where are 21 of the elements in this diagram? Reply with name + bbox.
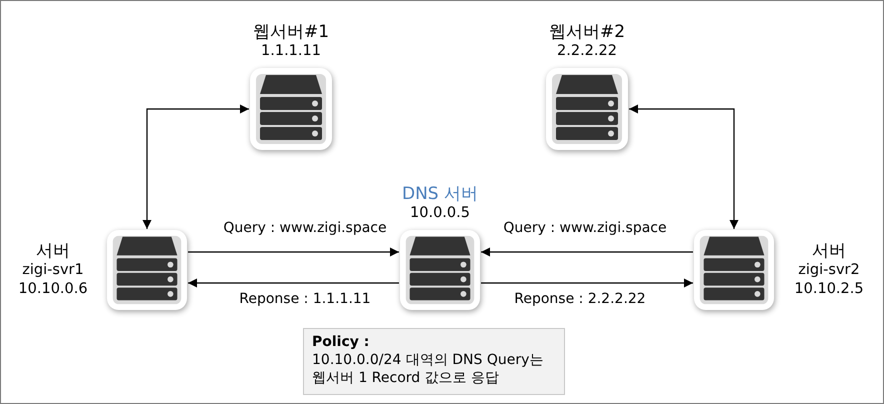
arrow xyxy=(481,278,693,288)
server-address: 10.10.2.5 xyxy=(794,280,864,298)
arrow xyxy=(481,248,693,256)
arrow xyxy=(629,104,738,229)
edge-label: Query : www.zigi.space xyxy=(221,218,389,238)
server-address: 10.0.0.5 xyxy=(410,204,470,223)
server-name: 서버 xyxy=(812,242,846,260)
arrow xyxy=(142,104,249,229)
server-name: 웹서버#2 xyxy=(548,23,626,42)
server-name: DNS 서버 xyxy=(402,185,478,204)
server-address: 2.2.2.22 xyxy=(557,42,617,61)
arrow xyxy=(188,278,399,288)
policy-note: Policy : 10.10.0.0/24 대역의 DNS Query는 웹서버 1 Record 값으로 응답 xyxy=(303,328,565,395)
server-address: zigi-svr2 xyxy=(798,260,860,280)
server-address: 10.10.0.6 xyxy=(18,280,88,298)
arrow xyxy=(188,248,399,256)
server-name: 서버 xyxy=(36,242,70,260)
edge-label: Query : www.zigi.space xyxy=(501,218,669,238)
server-name: 웹서버#1 xyxy=(252,23,330,42)
server-address: zigi-svr1 xyxy=(22,260,84,280)
server-address: 1.1.1.11 xyxy=(261,42,321,61)
